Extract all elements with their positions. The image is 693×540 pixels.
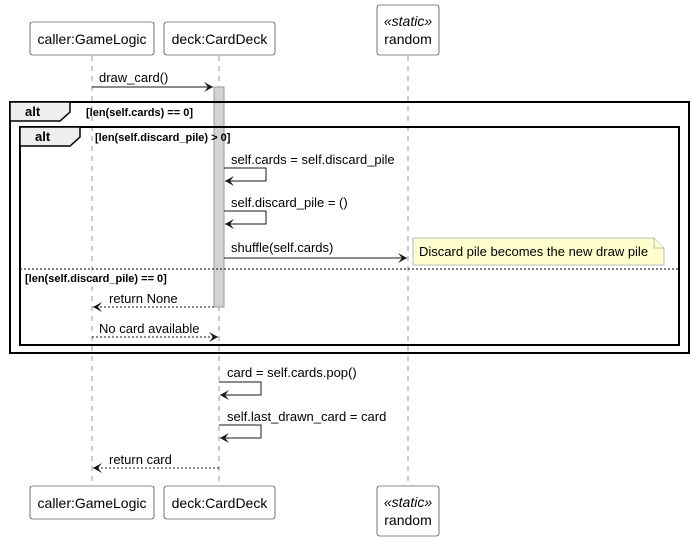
participant-random-bottom[interactable]: «static» random bbox=[376, 485, 440, 537]
message-pop-arrow bbox=[219, 381, 262, 400]
message-set-last-label: self.last_drawn_card = card bbox=[227, 409, 386, 424]
alt-frame-inner bbox=[19, 126, 680, 346]
message-set-last-arrow bbox=[219, 424, 262, 443]
participant-caller-top[interactable]: caller:GameLogic bbox=[29, 21, 155, 56]
message-no-card-label: No card available bbox=[99, 321, 199, 336]
participant-caller-label: caller:GameLogic bbox=[38, 31, 147, 47]
message-return-card-label: return card bbox=[109, 452, 172, 467]
message-draw-card-label: draw_card() bbox=[99, 70, 168, 85]
participant-deck-label: deck:CardDeck bbox=[172, 31, 269, 47]
alt-frame-inner-guard: [len(self.discard_pile) > 0] bbox=[95, 132, 231, 144]
participant-random-label: random bbox=[384, 31, 431, 47]
message-clear-discard-label: self.discard_pile = () bbox=[231, 195, 348, 210]
alt-frame-outer bbox=[9, 101, 690, 354]
participant-random-stereotype: «static» bbox=[384, 13, 432, 29]
alt-else-guard: [len(self.discard_pile) == 0] bbox=[25, 273, 167, 285]
alt-frame-inner-keyword: alt bbox=[35, 129, 51, 144]
participant-random-top[interactable]: «static» random bbox=[376, 4, 440, 56]
alt-frame-inner-tab bbox=[19, 126, 81, 147]
participant-random-stereotype-bottom: «static» bbox=[384, 494, 432, 510]
participant-random-label-bottom: random bbox=[384, 512, 431, 528]
participant-deck-label-bottom: deck:CardDeck bbox=[172, 495, 269, 511]
activation-bar-deck bbox=[213, 86, 225, 308]
participant-deck-top[interactable]: deck:CardDeck bbox=[163, 21, 276, 56]
message-pop-label: card = self.cards.pop() bbox=[227, 365, 357, 380]
note: Discard pile becomes the new draw pile bbox=[412, 237, 665, 266]
message-clear-discard-arrow bbox=[224, 210, 267, 229]
message-shuffle-label: shuffle(self.cards) bbox=[231, 240, 333, 255]
message-return-none-label: return None bbox=[109, 291, 178, 306]
alt-frame-outer-tab bbox=[9, 101, 71, 122]
message-set-cards-arrow bbox=[224, 167, 267, 186]
note-text: Discard pile becomes the new draw pile bbox=[419, 244, 648, 259]
participant-caller-bottom[interactable]: caller:GameLogic bbox=[29, 485, 155, 520]
alt-frame-outer-guard: [len(self.cards) == 0] bbox=[86, 107, 193, 119]
message-set-cards-label: self.cards = self.discard_pile bbox=[231, 152, 395, 167]
participant-deck-bottom[interactable]: deck:CardDeck bbox=[163, 485, 276, 520]
alt-frame-outer-keyword: alt bbox=[25, 104, 41, 119]
participant-caller-label-bottom: caller:GameLogic bbox=[38, 495, 147, 511]
